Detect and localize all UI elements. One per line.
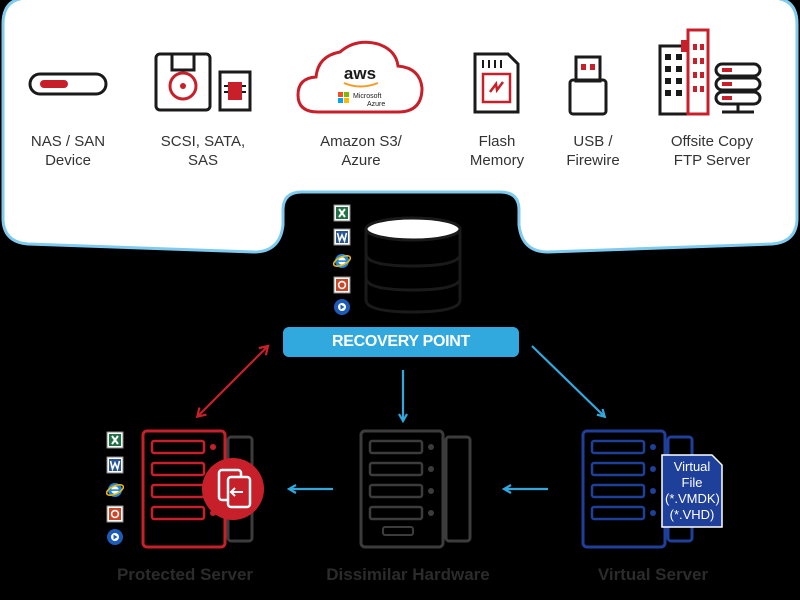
dissimilar-hardware-label: Dissimilar Hardware: [326, 565, 490, 584]
offsite-ftp-icon: [658, 28, 762, 116]
word-icon: [106, 456, 124, 474]
virtual-server-icon: [581, 429, 723, 549]
protected-server-label: Protected Server: [116, 565, 254, 584]
microsoft-logo-text: Microsoft: [353, 93, 381, 100]
virtual-server-label: Virtual Server: [597, 565, 709, 584]
restore-arrow-protected: [195, 344, 270, 419]
protected-app-icons: [106, 431, 124, 545]
recovery-point-bar: [283, 327, 519, 357]
usb-firewire-icon: [568, 55, 608, 116]
storage-panel: [1, 0, 799, 254]
excel-icon: [333, 204, 351, 222]
storage-label-offsite-ftp: Offsite Copy FTP Server: [670, 133, 754, 169]
word-icon: [333, 228, 351, 246]
virtual-file-label: Virtual File (*.VMDK) (*.VHD): [665, 459, 720, 522]
aws-azure-cloud-icon: aws Microsoft Azure: [296, 40, 424, 114]
protected-server-icon: [141, 429, 264, 549]
internet-explorer-icon: [106, 481, 124, 499]
restore-arrow-virtual: [531, 345, 604, 416]
virtual-file-icon: [661, 454, 723, 528]
storage-label-nas-san: NAS / SAN Device: [30, 133, 106, 169]
nas-san-icon: [28, 72, 108, 96]
storage-label-scsi: SCSI, SATA, SAS: [160, 133, 246, 169]
scsi-sata-sas-icon: [154, 52, 252, 112]
azure-logo-text: Azure: [367, 101, 385, 108]
recovery-point-label: RECOVERY POINT: [331, 333, 471, 350]
restore-badge-icon: [202, 458, 264, 520]
flash-memory-icon: [473, 52, 520, 114]
dissimilar-hardware-server-icon: [359, 429, 472, 549]
excel-icon: [106, 431, 124, 449]
aws-logo-text: aws: [344, 64, 376, 83]
microsoft-logo-icon: [338, 92, 349, 103]
database-icon: [364, 216, 462, 314]
powerpoint-icon: [106, 505, 124, 523]
outlook-icon: [107, 529, 123, 545]
storage-label-flash: Flash Memory: [469, 133, 525, 169]
storage-label-amazon-azure: Amazon S3/ Azure: [320, 133, 402, 169]
recovery-app-icons: [333, 204, 351, 315]
powerpoint-icon: [333, 276, 351, 294]
storage-label-usb: USB / Firewire: [566, 133, 620, 169]
outlook-icon: [334, 299, 350, 315]
internet-explorer-icon: [333, 252, 351, 270]
